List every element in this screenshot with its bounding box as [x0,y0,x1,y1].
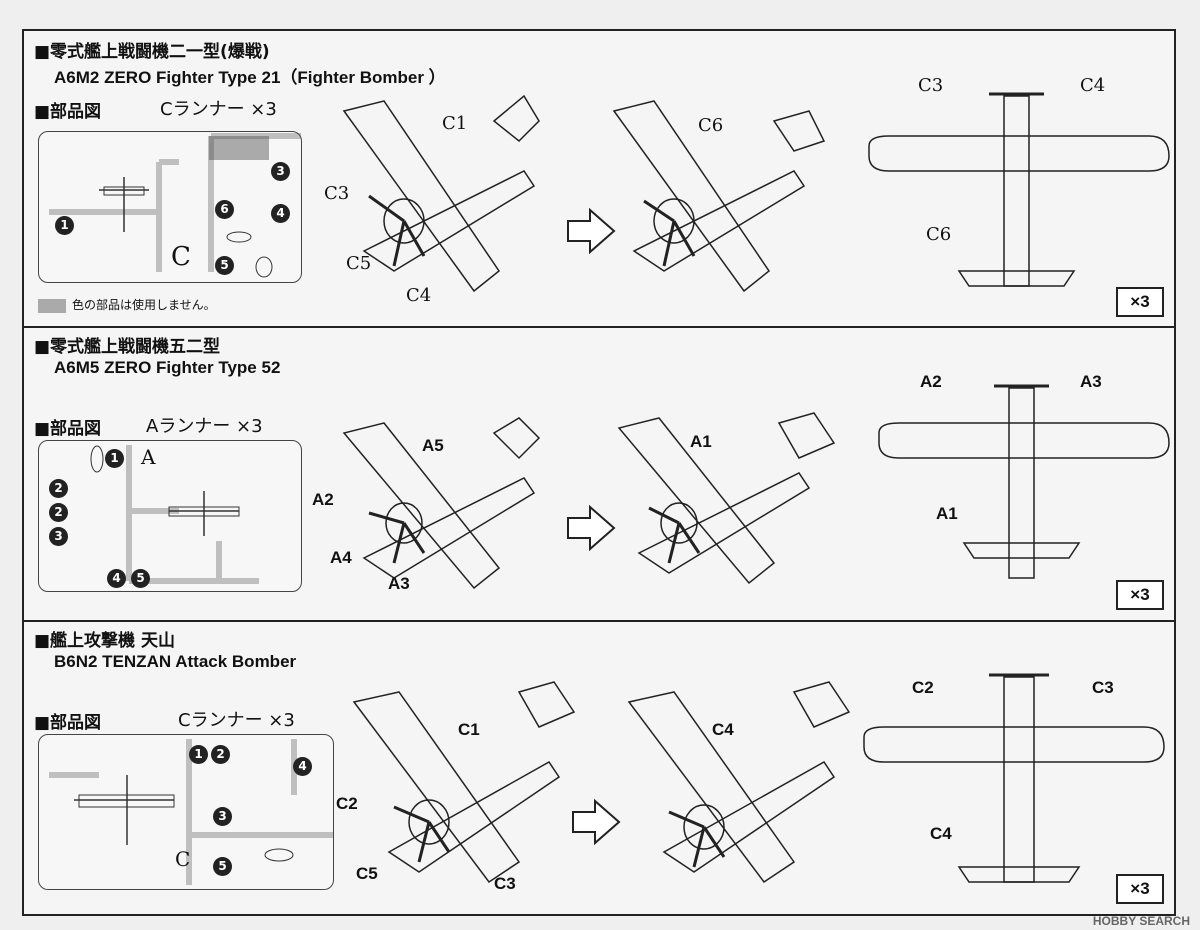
section-title-en: A6M5 ZERO Fighter Type 52 [54,358,281,377]
part-number-badge: 1 [55,216,74,235]
parts-label: ■部品図 [34,713,102,733]
quantity-badge: ×3 [1116,874,1164,904]
section-title-jp: ■艦上攻撃機 天山 [34,631,175,651]
part-label: C3 [494,874,516,893]
part-label: A4 [330,548,352,567]
unused-parts-note: 色の部品は使用しません。 [38,296,216,313]
part-number-badge: 3 [271,162,290,181]
runner-label: Aランナー ×3 [146,416,263,437]
quantity-badge: ×3 [1116,580,1164,610]
part-number-badge: 2 [49,503,68,522]
part-number-badge: 5 [131,569,150,588]
sprue-letter: A [141,445,156,469]
part-label: C4 [712,720,734,739]
part-number-badge: 4 [293,757,312,776]
part-number-badge: 3 [49,527,68,546]
aircraft-topview [878,384,1170,579]
part-label: C4 [406,285,432,306]
section-divider [22,620,1176,622]
aircraft-step2 [617,412,836,585]
runner-label: Cランナー ×3 [160,99,277,120]
quantity-badge: ×3 [1116,287,1164,317]
section-title-jp: ■零式艦上戦闘機五二型 [34,337,221,357]
sprue-diagram: 1 3 4 5 6 C [38,131,302,283]
part-number-badge: 6 [215,200,234,219]
aircraft-step2 [627,681,851,884]
part-label: C1 [442,113,468,134]
sprue-diagram: 1 2 2 3 4 5 A [38,440,302,592]
step-arrow-icon [572,798,621,846]
section-a6m2: ■零式艦上戦闘機二一型(爆戦) A6M2 ZERO Fighter Type 2… [24,31,1174,326]
aircraft-step1 [342,417,541,590]
part-number-badge: 2 [211,745,230,764]
part-label: C1 [458,720,480,739]
section-title-en: B6N2 TENZAN Attack Bomber [54,652,297,671]
sprue-drawing [49,133,301,278]
part-label: C4 [1080,75,1106,96]
part-label: C2 [336,794,358,813]
aircraft-step1 [352,681,576,884]
part-label: C6 [698,115,724,136]
part-label: A3 [1080,372,1102,391]
section-a6m5: ■零式艦上戦闘機五二型 A6M5 ZERO Fighter Type 52 ■部… [24,328,1174,618]
part-number-badge: 5 [215,256,234,275]
part-label: C6 [926,224,952,245]
part-number-badge: 5 [213,857,232,876]
part-number-badge: 4 [271,204,290,223]
part-label: A2 [920,372,942,391]
part-label: C4 [930,824,952,843]
section-title-jp: ■零式艦上戦闘機二一型(爆戦) [34,42,270,62]
runner-label: Cランナー ×3 [178,710,295,731]
part-label: A1 [690,432,712,451]
part-label: A5 [422,436,444,455]
aircraft-topview [868,92,1170,287]
section-b6n2: ■艦上攻撃機 天山 B6N2 TENZAN Attack Bomber ■部品図… [24,622,1174,912]
step-arrow-icon [567,504,616,552]
part-label: C5 [346,253,372,274]
sprue-diagram: 1 2 4 3 5 C [38,734,334,890]
part-label: C5 [356,864,378,883]
part-label: C3 [1092,678,1114,697]
section-divider [22,326,1176,328]
section-title-en: A6M2 ZERO Fighter Type 21（Fighter Bomber… [54,68,446,87]
unused-color-swatch [38,298,66,313]
parts-label: ■部品図 [34,102,102,122]
part-label: C2 [912,678,934,697]
part-number-badge: 1 [189,745,208,764]
aircraft-topview [863,673,1165,883]
aircraft-step1 [342,94,540,293]
sprue-drawing [90,445,259,584]
part-number-badge: 3 [213,807,232,826]
part-number-badge: 2 [49,479,68,498]
part-label: A1 [936,504,958,523]
parts-label: ■部品図 [34,419,102,439]
watermark: HOBBY SEARCH [1092,914,1190,928]
step-arrow-icon [567,207,616,255]
part-number-badge: 1 [105,449,124,468]
sprue-drawing [49,739,333,885]
part-label: C3 [324,183,350,204]
part-number-badge: 4 [107,569,126,588]
part-label: C3 [918,75,944,96]
sprue-letter: C [175,847,191,871]
part-label: A3 [388,574,410,593]
sprue-letter: C [171,242,191,272]
aircraft-step2 [612,100,826,293]
part-label: A2 [312,490,334,509]
